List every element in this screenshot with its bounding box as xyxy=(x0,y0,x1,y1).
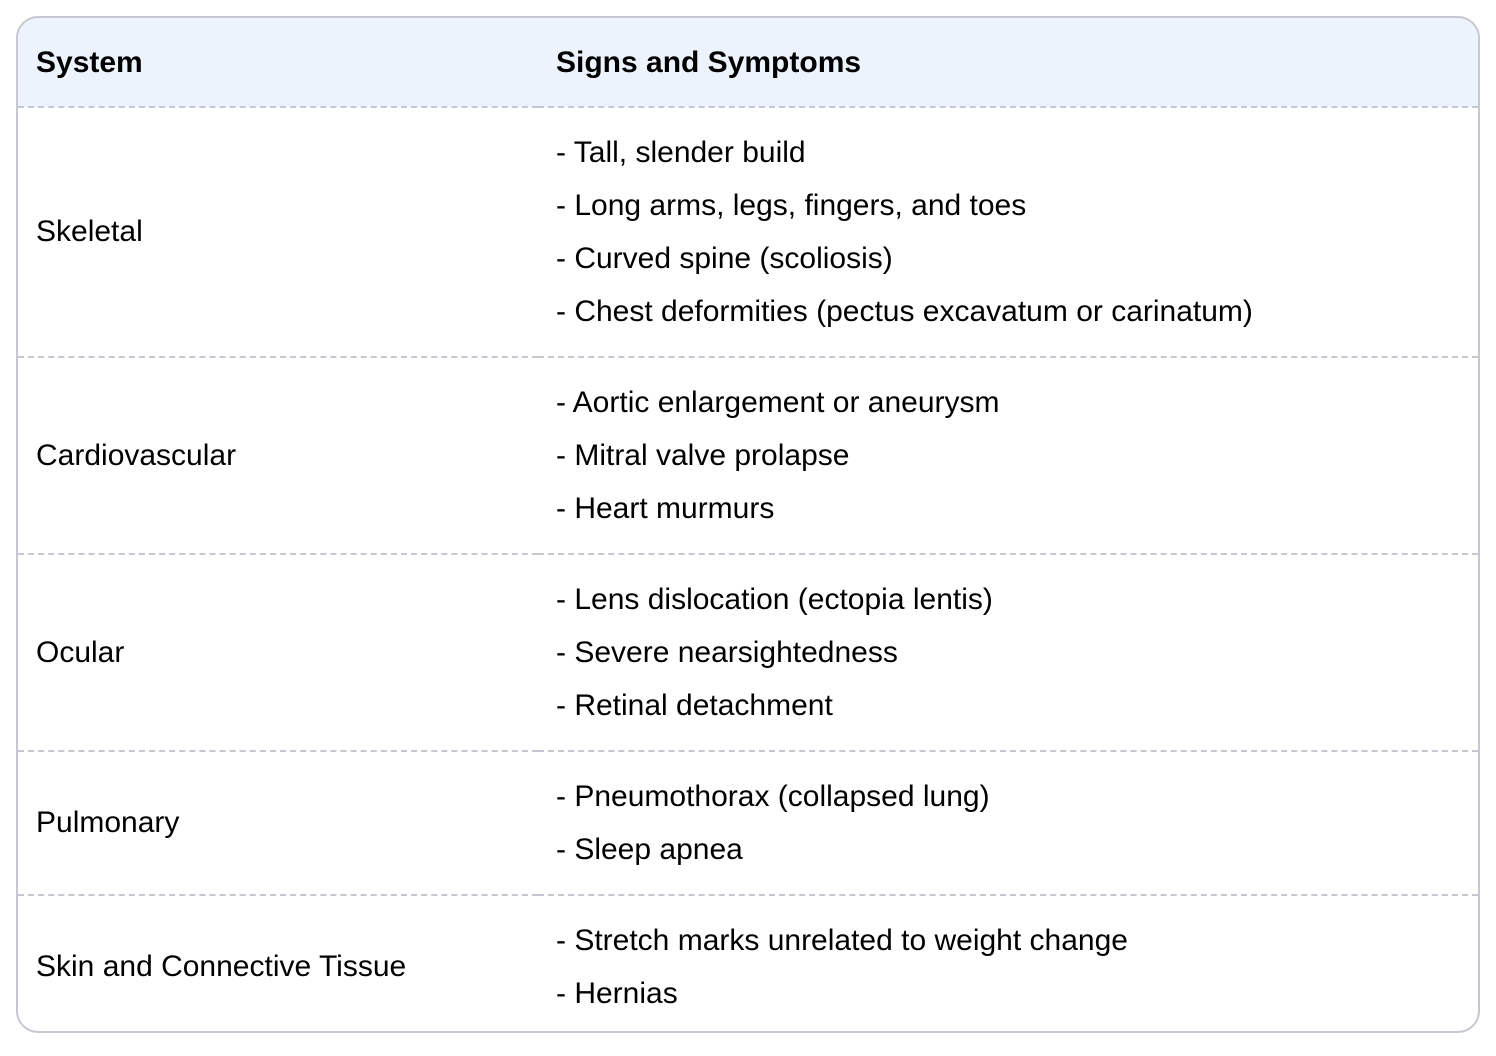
symptom-item: - Hernias xyxy=(556,977,678,1010)
table-row: Skin and Connective Tissue - Stretch mar… xyxy=(18,895,1478,1031)
symptom-item: - Stretch marks unrelated to weight chan… xyxy=(556,924,1128,957)
symptom-item: - Long arms, legs, fingers, and toes xyxy=(556,189,1027,222)
symptom-item: - Chest deformities (pectus excavatum or… xyxy=(556,295,1253,328)
symptoms-cell: - Aortic enlargement or aneurysm - Mitra… xyxy=(538,357,1478,554)
header-signs-and-symptoms: Signs and Symptoms xyxy=(556,46,862,79)
symptom-item: - Heart murmurs xyxy=(556,492,775,525)
table-header-row: System Signs and Symptoms xyxy=(18,18,1478,107)
symptom-item: - Pneumothorax (collapsed lung) xyxy=(556,780,990,813)
symptoms-table-container: System Signs and Symptoms Skeletal - Tal… xyxy=(16,16,1480,1033)
symptom-item: - Tall, slender build xyxy=(556,136,806,169)
system-cell: Pulmonary xyxy=(36,806,180,839)
symptoms-cell: - Stretch marks unrelated to weight chan… xyxy=(538,895,1478,1031)
symptom-item: - Mitral valve prolapse xyxy=(556,439,850,472)
system-cell: Skeletal xyxy=(36,215,143,248)
symptoms-cell: - Lens dislocation (ectopia lentis) - Se… xyxy=(538,554,1478,751)
table-row: Skeletal - Tall, slender build - Long ar… xyxy=(18,107,1478,357)
symptoms-table: System Signs and Symptoms Skeletal - Tal… xyxy=(18,18,1478,1031)
symptom-item: - Retinal detachment xyxy=(556,689,833,722)
symptom-item: - Sleep apnea xyxy=(556,833,743,866)
symptom-item: - Lens dislocation (ectopia lentis) xyxy=(556,583,993,616)
symptoms-cell: - Pneumothorax (collapsed lung) - Sleep … xyxy=(538,751,1478,895)
symptom-item: - Curved spine (scoliosis) xyxy=(556,242,893,275)
system-cell: Cardiovascular xyxy=(36,438,237,472)
system-cell: Ocular xyxy=(36,635,125,669)
table-row: Ocular - Lens dislocation (ectopia lenti… xyxy=(18,554,1478,751)
table-row: Cardiovascular - Aortic enlargement or a… xyxy=(18,357,1478,554)
symptoms-cell: - Tall, slender build - Long arms, legs,… xyxy=(538,107,1478,357)
system-cell: Skin and Connective Tissue xyxy=(36,950,407,983)
header-system: System xyxy=(36,46,143,79)
symptom-item: - Severe nearsightedness xyxy=(556,636,898,669)
table-row: Pulmonary - Pneumothorax (collapsed lung… xyxy=(18,751,1478,895)
symptom-item: - Aortic enlargement or aneurysm xyxy=(556,386,1000,419)
